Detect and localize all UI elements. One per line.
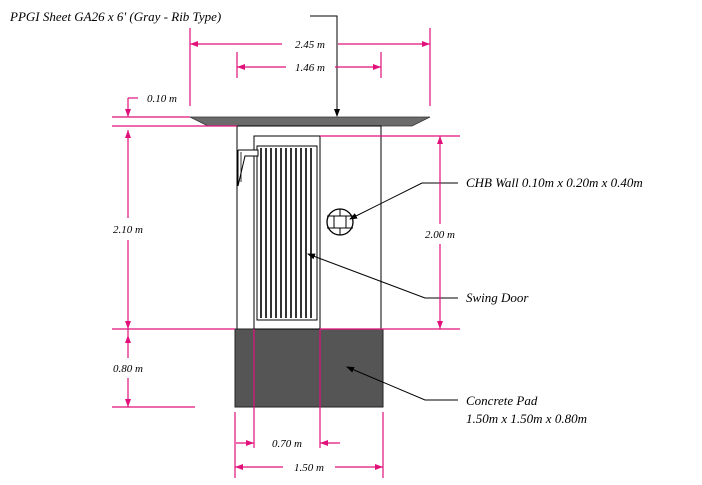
dim-pad-width-label: 1.50 m <box>294 462 324 474</box>
chb-wall-symbol <box>326 208 354 236</box>
roof-sheet-label: PPGI Sheet GA26 x 6' (Gray - Rib Type) <box>9 9 221 24</box>
concrete-pad-leader <box>346 366 458 401</box>
concrete-pad-label: Concrete Pad <box>466 393 538 408</box>
door-leaf <box>256 145 318 321</box>
dim-door-height-label: 2.00 m <box>425 229 455 241</box>
dim-roof-width-label: 2.45 m <box>295 39 325 51</box>
dim-wall-width-label: 1.46 m <box>295 62 325 74</box>
concrete-pad <box>234 328 384 408</box>
swing-door-leader <box>307 253 458 299</box>
door-hinge-bracket <box>237 149 259 187</box>
roof-sheet <box>189 116 431 127</box>
dim-roof-width <box>189 28 431 106</box>
door-ribs <box>260 148 312 318</box>
dim-wall-height-label: 2.10 m <box>113 224 143 236</box>
dim-door-width-label: 0.70 m <box>272 438 302 450</box>
dim-roof-thickness-label: 0.10 m <box>147 93 177 105</box>
dim-pad-height-label: 0.80 m <box>113 363 143 375</box>
concrete-pad-size-label: 1.50m x 1.50m x 0.80m <box>466 411 587 426</box>
swing-door-label: Swing Door <box>466 290 529 305</box>
dim-wall-width <box>236 52 382 78</box>
dim-door-height <box>320 135 460 330</box>
chb-wall-leader <box>349 182 458 220</box>
door-frame <box>253 135 321 330</box>
chb-wall-label: CHB Wall 0.10m x 0.20m x 0.40m <box>466 175 643 190</box>
dim-wall-height <box>112 130 235 330</box>
dim-door-width <box>236 329 340 448</box>
roof-sheet-leader <box>310 15 340 117</box>
dim-pad-width <box>234 412 384 478</box>
dim-pad-height <box>112 329 195 408</box>
dim-roof-thickness <box>112 97 237 127</box>
